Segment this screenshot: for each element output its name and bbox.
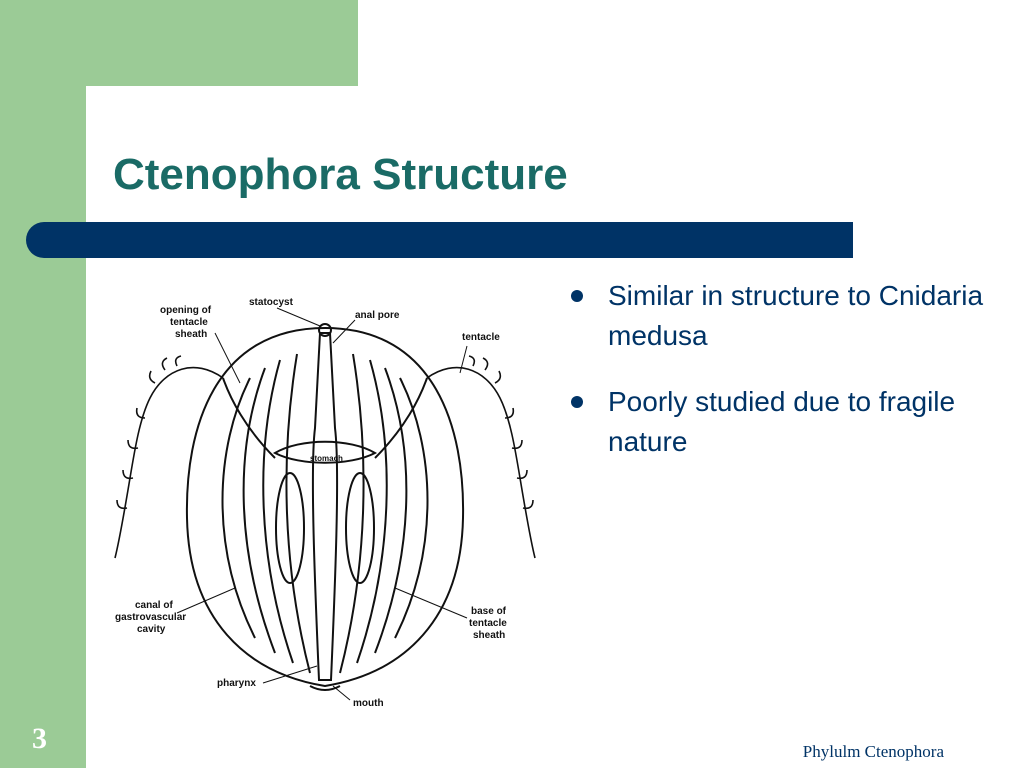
label-mouth: mouth (353, 698, 384, 709)
top-green-band (0, 0, 358, 86)
stomach-shape (272, 440, 378, 464)
label-base-line3: sheath (473, 630, 505, 641)
bullet-item: Poorly studied due to fragile nature (568, 382, 988, 462)
label-opening-line2: tentacle (170, 317, 208, 328)
slide-number: 3 (32, 722, 47, 755)
bullet-dot-icon (571, 290, 583, 302)
label-canal-line3: cavity (137, 624, 166, 635)
label-pharynx: pharynx (217, 678, 256, 689)
bullet-text: Similar in structure to Cnidaria medusa (608, 280, 984, 351)
title-underline-bar (26, 222, 853, 258)
pharynx-shape (311, 332, 339, 681)
bullet-dot-icon (571, 396, 583, 408)
label-statocyst: statocyst (249, 297, 294, 308)
label-canal-line1: canal of (135, 600, 173, 611)
content-panel (86, 86, 1024, 768)
label-stomach: stomach (310, 454, 343, 463)
label-opening-line3: sheath (175, 329, 207, 340)
label-base-line2: tentacle (469, 618, 507, 629)
ctenophore-diagram: opening of tentacle sheath statocyst ana… (114, 297, 536, 709)
label-anal-pore: anal pore (355, 310, 400, 321)
label-base-line1: base of (471, 606, 507, 617)
body-outline (185, 326, 465, 688)
label-tentacle: tentacle (462, 332, 500, 343)
left-tentacle (114, 366, 224, 559)
footer-text: Phylulm Ctenophora (802, 742, 944, 761)
bullet-list: Similar in structure to Cnidaria medusa … (568, 276, 988, 488)
slide-title: Ctenophora Structure (113, 150, 568, 199)
bullet-item: Similar in structure to Cnidaria medusa (568, 276, 988, 356)
bullet-text: Poorly studied due to fragile nature (608, 386, 956, 457)
label-canal-line2: gastrovascular (115, 612, 186, 623)
right-tentacle (426, 366, 536, 559)
left-green-band (0, 0, 86, 768)
label-opening-line1: opening of (160, 305, 212, 316)
